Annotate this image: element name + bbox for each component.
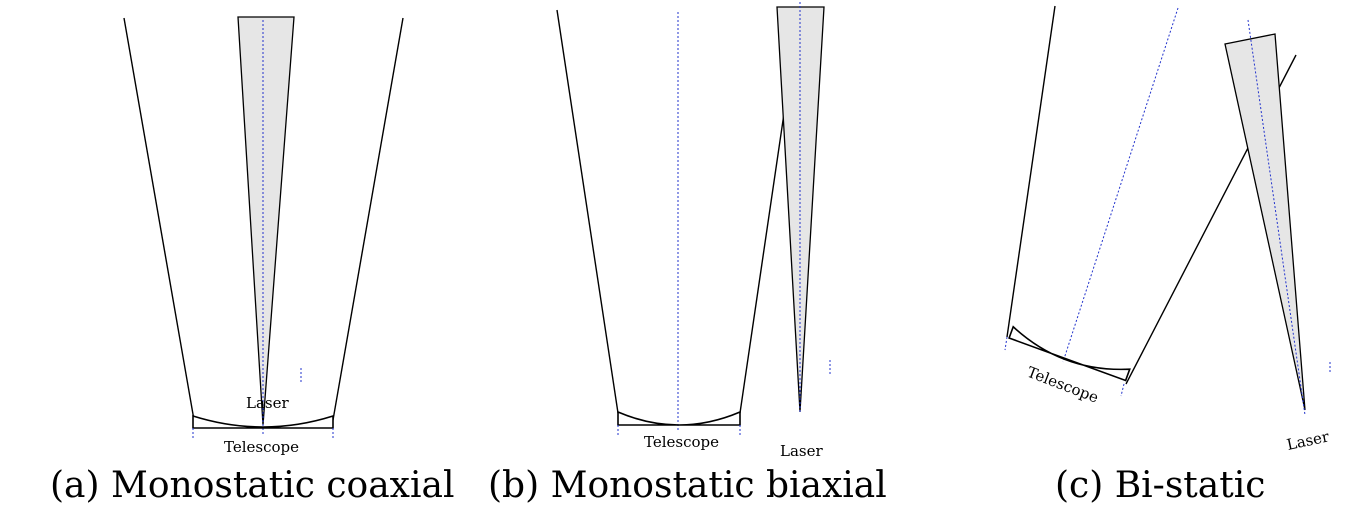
panel-a-fov-left-edge: [123, 17, 195, 421]
panel-c-bistatic: Telescope Laser (c) Bi-static: [1004, 5, 1331, 506]
panel-c-laser-label: Laser: [1285, 427, 1331, 454]
panel-a-telescope-mirror: [192, 414, 334, 429]
panel-a-monostatic-coaxial: Laser Telescope (a) Monostatic coaxial: [50, 16, 454, 506]
panel-a-laser-label: Laser: [246, 394, 289, 412]
panel-c-fov-left-edge: [1006, 5, 1056, 338]
panel-b-laser-label: Laser: [780, 442, 823, 460]
panel-c-mirror-left-tick: [1004, 336, 1008, 351]
panel-b-caption: (b) Monostatic biaxial: [488, 465, 887, 506]
panel-a-fov-right-edge: [332, 17, 404, 421]
panel-c-telescope-mirror: [1008, 325, 1131, 382]
panel-c-telescope-axis: [1062, 7, 1179, 363]
panel-a-telescope-label: Telescope: [224, 438, 299, 456]
panel-b-fov-left-edge: [556, 9, 619, 414]
panel-c-telescope-label: Telescope: [1025, 363, 1102, 407]
panel-b-telescope-label: Telescope: [644, 433, 719, 451]
panel-b-monostatic-biaxial: Telescope Laser (b) Monostatic biaxial: [488, 2, 887, 506]
panel-c-caption: (c) Bi-static: [1055, 465, 1265, 506]
panel-a-laser-beam: [237, 16, 295, 426]
panel-b-telescope-mirror: [617, 410, 741, 426]
panel-c-telescope-mirror-group: [1008, 325, 1131, 382]
panel-c-mirror-right-tick: [1120, 383, 1125, 397]
panel-a-caption: (a) Monostatic coaxial: [50, 465, 454, 506]
panel-c-laser-axis: [1247, 19, 1306, 416]
panel-c-laser-beam: [1224, 33, 1306, 411]
panel-b-fov-right-edge: [739, 99, 787, 414]
